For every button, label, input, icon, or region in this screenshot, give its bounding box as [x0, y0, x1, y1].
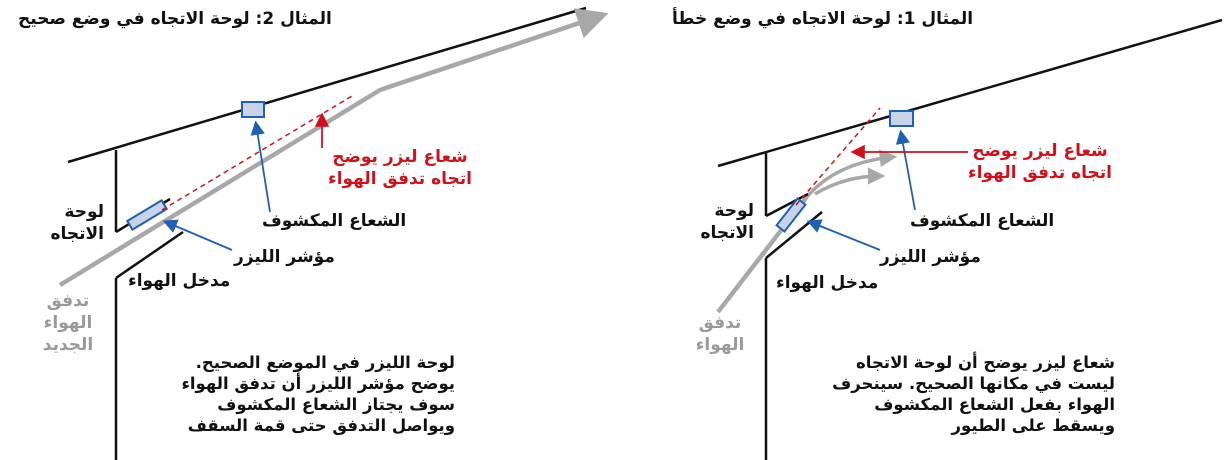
example1-title: المثال 1: لوحة الاتجاه في وضع خطأ — [672, 9, 974, 29]
air-inlet-label: مدخل الهواء — [776, 273, 879, 293]
guide-panel-label: لوحة الاتجاه — [50, 202, 104, 244]
guide-panel-label: لوحة الاتجاه — [700, 201, 754, 243]
airflow-label: تدفق الهواء — [695, 313, 745, 355]
roof-line — [717, 18, 1223, 168]
laser-beam — [795, 107, 881, 206]
air-inlet-label: مدخل الهواء — [128, 271, 231, 291]
laser-pointer-arrow — [162, 219, 233, 251]
new-airflow-label: تدفق الهواء الجديد — [42, 291, 94, 355]
deflected-airflow-1 — [804, 149, 898, 200]
example1-description: شعاع ليزر يوضح أن لوحة الاتجاه ليست في م… — [832, 353, 1115, 435]
laser-pointer-label: مؤشر الليزر — [234, 247, 335, 267]
example2-drawing — [58, 6, 609, 460]
deflected-airflow-2 — [814, 167, 886, 196]
inlet-bottom-edge — [115, 230, 184, 280]
exposed-beam — [241, 101, 265, 118]
example2-title: المثال 2: لوحة الاتجاه في وضع صحيح — [18, 9, 332, 29]
exposed-beam-label: الشعاع المكشوف — [910, 211, 1055, 231]
example1-drawing — [716, 18, 1223, 460]
exposed-beam-arrow — [895, 129, 916, 211]
laser-pointer — [125, 199, 169, 231]
exposed-beam — [889, 110, 914, 127]
exposed-beam-label: الشعاع المكشوف — [262, 211, 407, 231]
laser-beam-label: شعاع ليزر يوضح اتجاه تدفق الهواء — [968, 141, 1112, 183]
laser-pointer-label: مؤشر الليزر — [880, 247, 981, 267]
laser-pointer-arrow — [806, 219, 881, 251]
laser-beam-label: شعاع ليزر يوضح اتجاه تدفق الهواء — [328, 147, 472, 189]
exposed-beam-arrow — [250, 120, 271, 213]
example2-description: لوحة الليزر في الموضع الصحيح. يوضح مؤشر … — [181, 353, 455, 435]
guide-panel — [765, 192, 809, 218]
roof-line — [67, 6, 587, 164]
laser-pointer — [775, 197, 807, 233]
